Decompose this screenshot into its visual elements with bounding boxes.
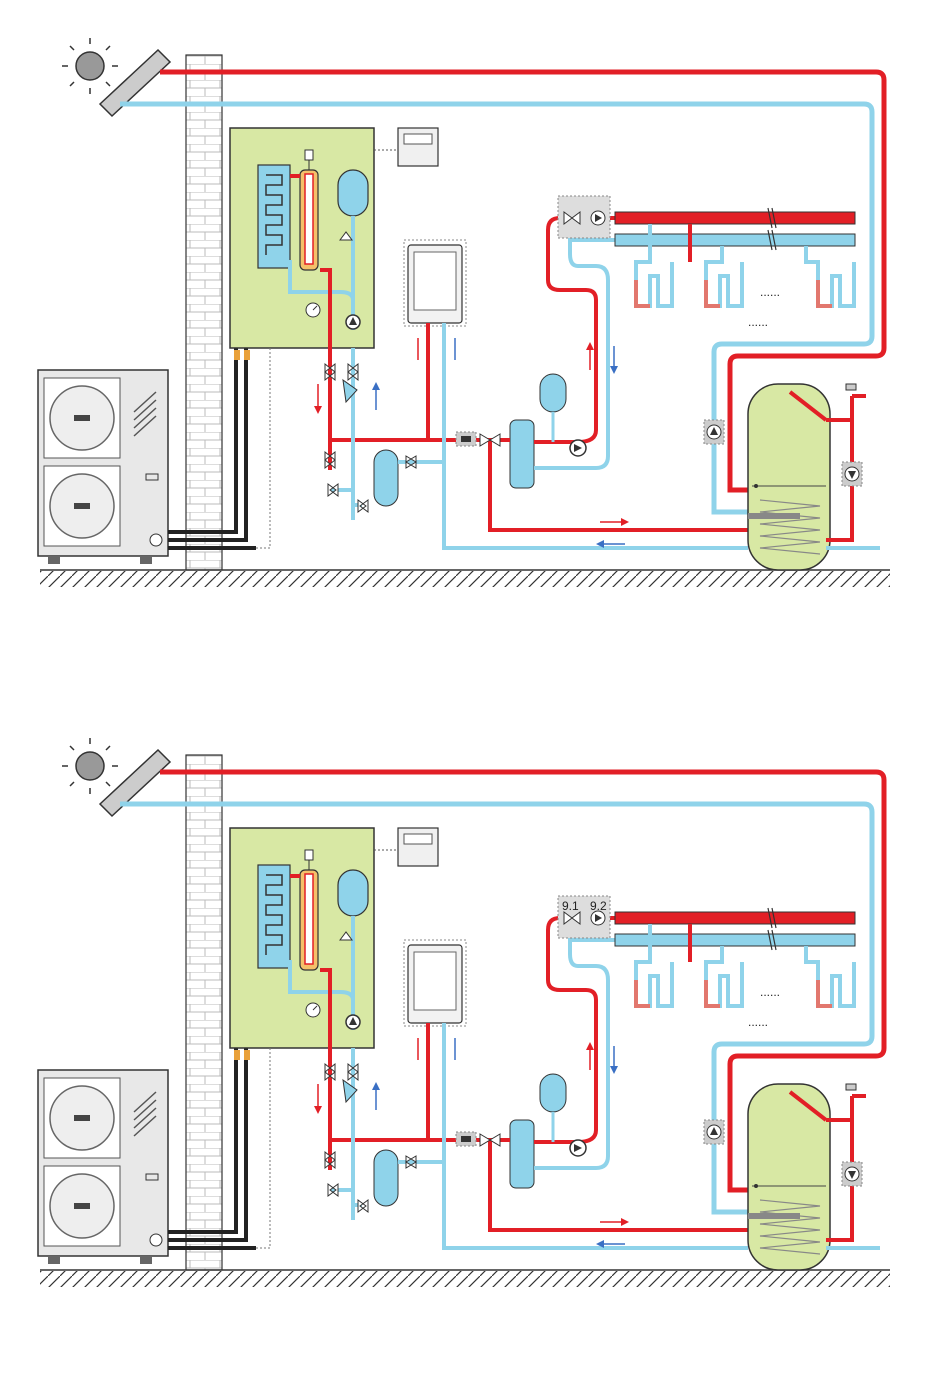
diagram-bottom: 9.1 9.2 ...... ...... bbox=[38, 738, 890, 1287]
loops-ellipsis-1: ...... bbox=[760, 985, 780, 999]
loops-ellipsis-2: ...... bbox=[748, 1015, 768, 1029]
valve-label-9-2: 9.2 bbox=[590, 899, 607, 913]
valve-label-9-1: 9.1 bbox=[562, 899, 579, 913]
diagram-top: ...... ...... bbox=[38, 38, 890, 587]
loops-ellipsis-1: ...... bbox=[760, 285, 780, 299]
loops-ellipsis-2: ...... bbox=[748, 315, 768, 329]
